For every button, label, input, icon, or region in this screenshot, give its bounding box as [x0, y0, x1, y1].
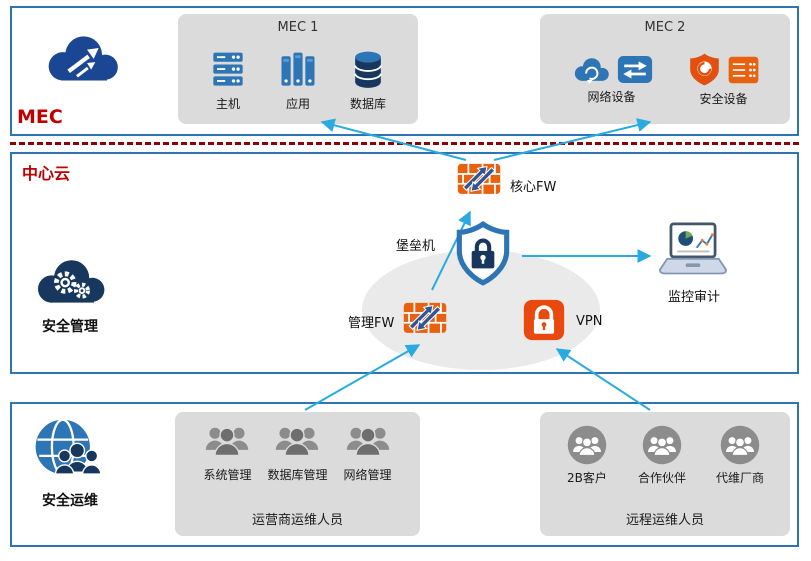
remote-oam-group: 2B客户 合作伙伴 — [540, 412, 790, 536]
partner-label: 合作伙伴 — [637, 471, 686, 485]
person-circle-icon — [642, 425, 682, 465]
mec2-title: MEC 2 — [644, 20, 686, 35]
mec-cloud-divider — [10, 142, 799, 145]
vendor-item: 代维厂商 — [716, 424, 764, 486]
bastion-label: 堡垒机 — [396, 239, 436, 254]
exchange-icon — [617, 56, 653, 83]
shield-icon — [690, 53, 719, 86]
cloud-section-label: 中心云 — [22, 164, 71, 183]
mec1-title: MEC 1 — [277, 20, 319, 35]
application-icon — [281, 52, 315, 86]
person-circle-icon — [720, 425, 760, 465]
people-group-icon — [346, 427, 389, 457]
partner-item: 合作伙伴 — [638, 424, 686, 486]
monitor-audit-label: 监控审计 — [667, 290, 720, 305]
vendor-label: 代维厂商 — [716, 471, 765, 485]
vpn-lock-icon — [522, 298, 566, 342]
db-mgmt-item: 数据库管理 — [267, 422, 328, 483]
operator-oam-caption: 运营商运维人员 — [251, 513, 343, 528]
mec-cloud-icon — [40, 28, 124, 88]
operator-oam-group: 系统管理 数据库管理 — [175, 412, 420, 536]
security-mgmt-cloud-icon — [30, 252, 110, 310]
network-device-item: 网络设备 — [570, 54, 653, 105]
people-group-icon — [206, 427, 249, 457]
security-ops-globe-icon — [32, 416, 108, 485]
vpn-label: VPN — [576, 314, 603, 329]
host-label: 主机 — [215, 96, 240, 111]
security-device-item: 安全设备 — [687, 52, 760, 107]
person-circle-icon — [567, 425, 607, 465]
db-mgmt-label: 数据库管理 — [267, 468, 328, 482]
bastion-shield-icon — [452, 220, 514, 290]
app-label: 应用 — [285, 96, 310, 111]
mec-section-label: MEC — [17, 106, 63, 128]
system-mgmt-item: 系统管理 — [203, 422, 251, 483]
database-label: 数据库 — [349, 96, 386, 111]
network-mgmt-label: 网络管理 — [343, 468, 392, 482]
network-mgmt-item: 网络管理 — [344, 422, 392, 483]
database-icon — [354, 51, 382, 88]
security-device-label: 安全设备 — [699, 92, 748, 106]
core-firewall-label: 核心FW — [510, 180, 557, 195]
cloud-sync-icon — [574, 58, 609, 85]
system-mgmt-label: 系统管理 — [203, 468, 252, 482]
mec2-group: MEC 2 — [540, 14, 790, 124]
people-group-icon — [276, 427, 319, 457]
security-ops-label: 安全运维 — [42, 493, 98, 509]
mec1-group: MEC 1 — [178, 14, 418, 124]
network-device-label: 网络设备 — [587, 90, 636, 104]
remote-oam-caption: 远程运维人员 — [625, 513, 704, 528]
server-icon — [213, 52, 243, 86]
2b-customer-label: 2B客户 — [567, 471, 607, 485]
2b-customer-item: 2B客户 — [566, 424, 608, 486]
security-server-icon — [728, 56, 759, 83]
mgmt-firewall-icon — [402, 294, 448, 340]
core-firewall-icon — [456, 155, 502, 201]
database-item: 数据库 — [346, 48, 390, 112]
security-mgmt-label: 安全管理 — [42, 319, 98, 335]
monitor-audit-icon — [658, 222, 728, 279]
mgmt-firewall-label: 管理FW — [348, 316, 395, 331]
app-item: 应用 — [276, 48, 320, 112]
host-item: 主机 — [206, 48, 250, 112]
